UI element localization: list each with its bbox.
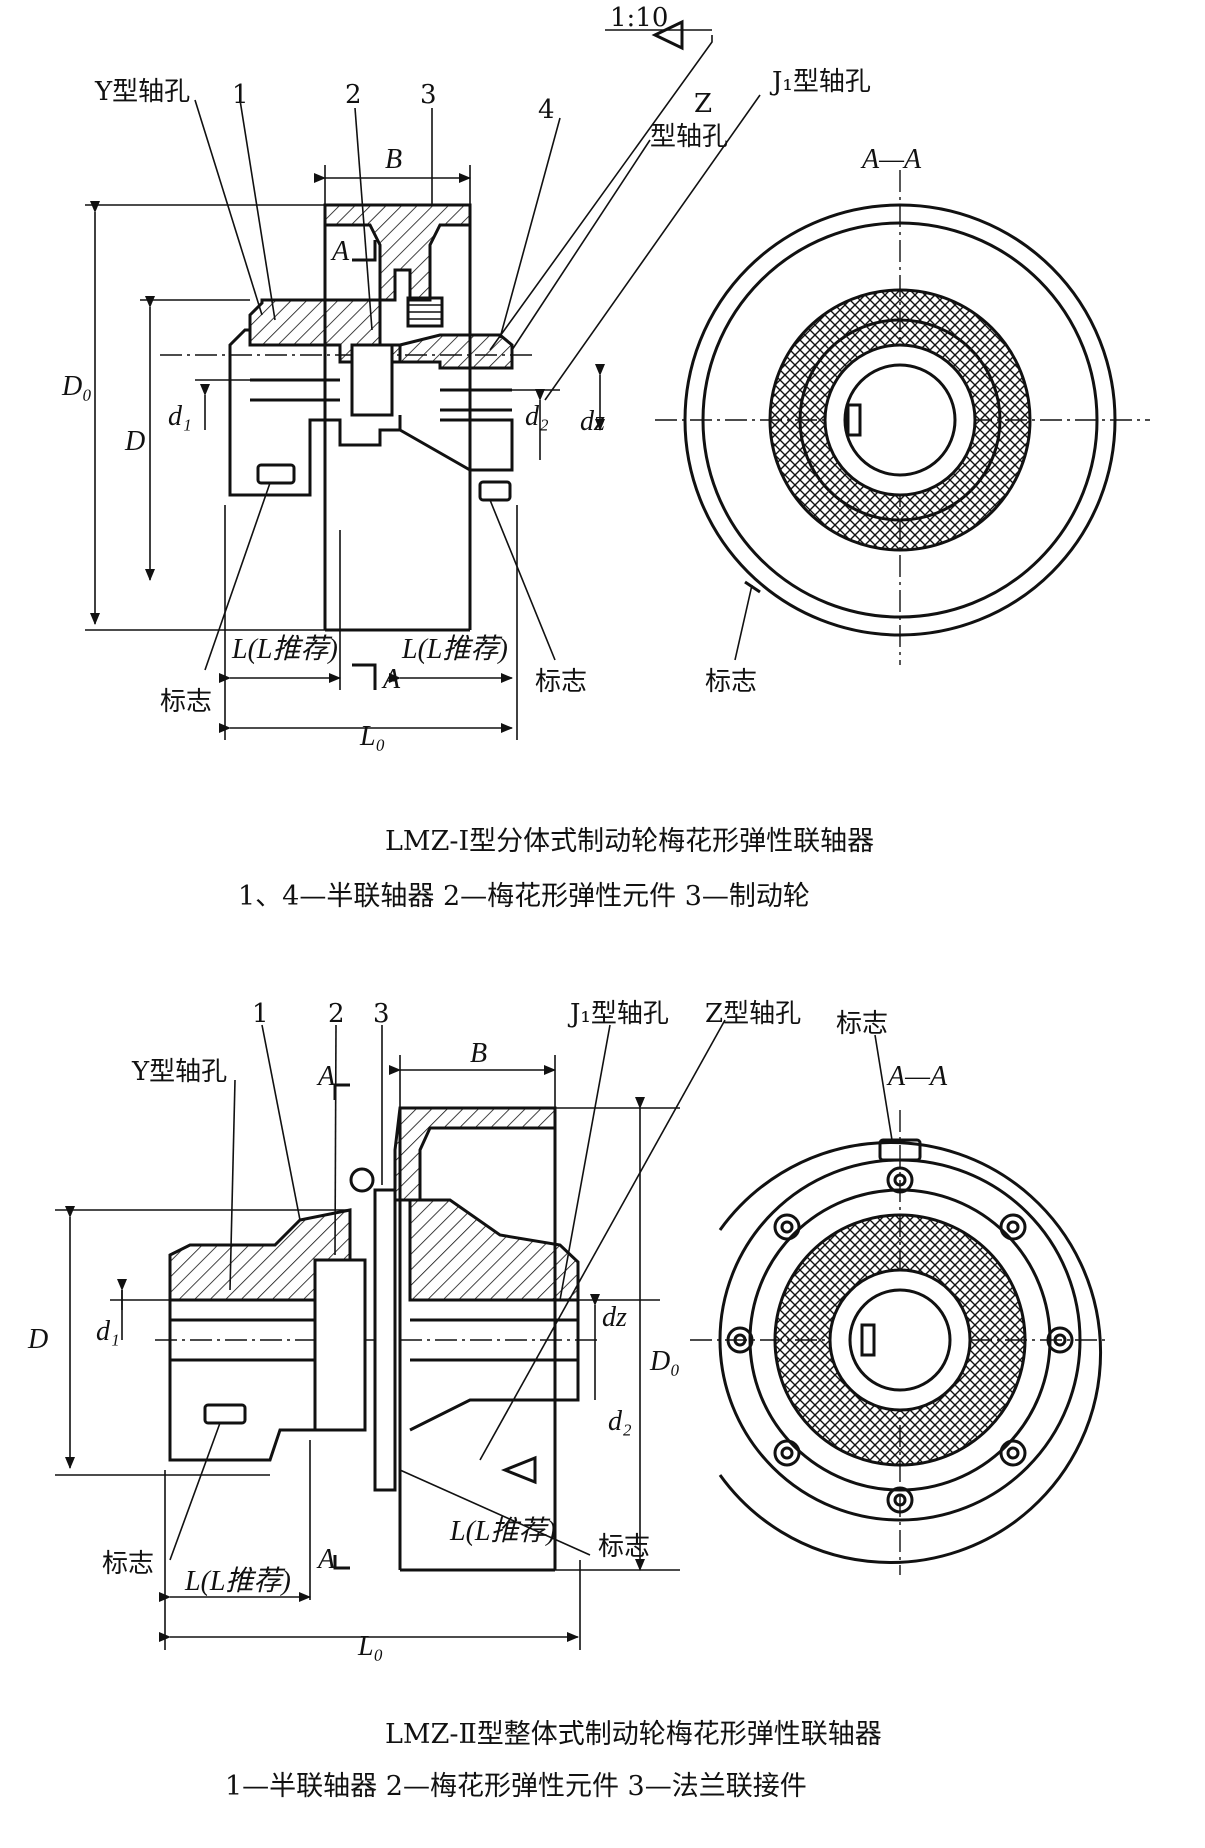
j1-bore-label: J₁型轴孔 xyxy=(769,67,871,97)
section-label: A—A xyxy=(860,144,922,175)
part-4-label: 4 xyxy=(538,95,555,125)
figure1-labels: Y型轴孔 1 2 3 4 1:10 Z 型轴孔 J₁型轴孔 A—A B A A … xyxy=(61,3,922,912)
right-hub-2 xyxy=(408,1198,580,1302)
taper-triangle-icon xyxy=(651,19,684,51)
figure2-caption-parts: 1—半联轴器 2—梅花形弹性元件 3—法兰联接件 xyxy=(225,1771,807,1802)
taper-triangle-icon-2 xyxy=(500,1455,537,1485)
dim-L0-label-2: L₀ xyxy=(357,1631,383,1662)
j1-bore-label-2: J₁型轴孔 xyxy=(567,999,669,1029)
z-bore-label-2: Z型轴孔 xyxy=(705,999,801,1029)
figure1-caption-parts: 1、4—半联轴器 2—梅花形弹性元件 3—制动轮 xyxy=(238,881,810,912)
figure1-side-section xyxy=(85,19,761,740)
dim-D0-label: D₀ xyxy=(61,371,92,402)
dim-d1-label-2: d₁ xyxy=(96,1316,120,1347)
dim-L-right-label: L(L推荐) xyxy=(401,634,508,665)
mark-rect-right xyxy=(478,480,512,502)
right-hub xyxy=(398,333,514,370)
section-A-top: A xyxy=(330,236,350,267)
figure2-labels: 1 2 3 Y型轴孔 J₁型轴孔 Z型轴孔 标志 A—A A A B D d₁ … xyxy=(27,999,948,1802)
figure2-end-view xyxy=(690,1034,1110,1575)
dim-dz-label-2: dz xyxy=(602,1302,627,1333)
y-bore-label: Y型轴孔 xyxy=(94,77,190,107)
dim-L-left-label-2: L(L推荐) xyxy=(184,1566,291,1597)
bolt-circle xyxy=(726,1166,1074,1514)
taper-label: 1:10 xyxy=(610,3,668,33)
dim-D0-label-2: D₀ xyxy=(649,1346,680,1377)
brake-wheel xyxy=(323,203,472,302)
left-hub-2 xyxy=(168,1208,352,1302)
figure2-side-section xyxy=(55,1019,726,1650)
dim-L0-label: L₀ xyxy=(359,721,385,752)
mark-left-label: 标志 xyxy=(160,687,212,717)
dim-L-left-label: L(L推荐) xyxy=(231,634,338,665)
section-A-bottom-2: A xyxy=(316,1544,336,1575)
mark-left-label-2: 标志 xyxy=(102,1549,154,1579)
brake-wheel-2 xyxy=(393,1106,557,1202)
elastic-element xyxy=(350,343,394,417)
z-letter-label: Z xyxy=(694,89,712,119)
figure1-caption-title: LMZ-Ⅰ型分体式制动轮梅花形弹性联轴器 xyxy=(385,826,874,857)
z-bore-label: 型轴孔 xyxy=(650,122,728,152)
part-3-label-2: 3 xyxy=(373,999,390,1029)
dim-D-label-2: D xyxy=(27,1324,48,1355)
figure2-caption-title: LMZ-Ⅱ型整体式制动轮梅花形弹性联轴器 xyxy=(385,1719,882,1750)
part-3-label: 3 xyxy=(420,80,437,110)
dim-dz-label: dz xyxy=(580,406,605,437)
dim-d2-label: d₂ xyxy=(525,401,549,432)
part-1-label-2: 1 xyxy=(252,999,269,1029)
flange-connector xyxy=(373,1188,397,1492)
elastic-element-2 xyxy=(313,1258,367,1432)
dim-B-label-2: B xyxy=(470,1038,487,1069)
mark-rect-left-2 xyxy=(203,1403,247,1425)
part-2-label-2: 2 xyxy=(328,999,345,1029)
section-A-top-2: A xyxy=(316,1061,336,1092)
part-2-label: 2 xyxy=(345,80,362,110)
mark-right-label-2: 标志 xyxy=(598,1532,650,1562)
mark-mid-label: 标志 xyxy=(535,667,587,697)
bolt-2 xyxy=(349,1167,375,1193)
dim-D-label: D xyxy=(124,426,145,457)
mark-right-label: 标志 xyxy=(705,667,757,697)
dim-d2-label-2: d₂ xyxy=(608,1406,632,1437)
figure1-end-view xyxy=(655,170,1150,665)
dim-B-label: B xyxy=(385,144,402,175)
dim-L-right-label-2: L(L推荐) xyxy=(449,1516,556,1547)
mark-rect-top xyxy=(878,1138,922,1162)
dim-d1-label: d₁ xyxy=(168,401,192,432)
mark-top-label-2: 标志 xyxy=(836,1009,888,1039)
section-A-bottom: A xyxy=(381,664,401,695)
part-1-label: 1 xyxy=(232,80,249,110)
mark-rect-left xyxy=(256,463,296,485)
section-label-2: A—A xyxy=(886,1061,948,1092)
y-bore-label-2: Y型轴孔 xyxy=(131,1057,227,1087)
